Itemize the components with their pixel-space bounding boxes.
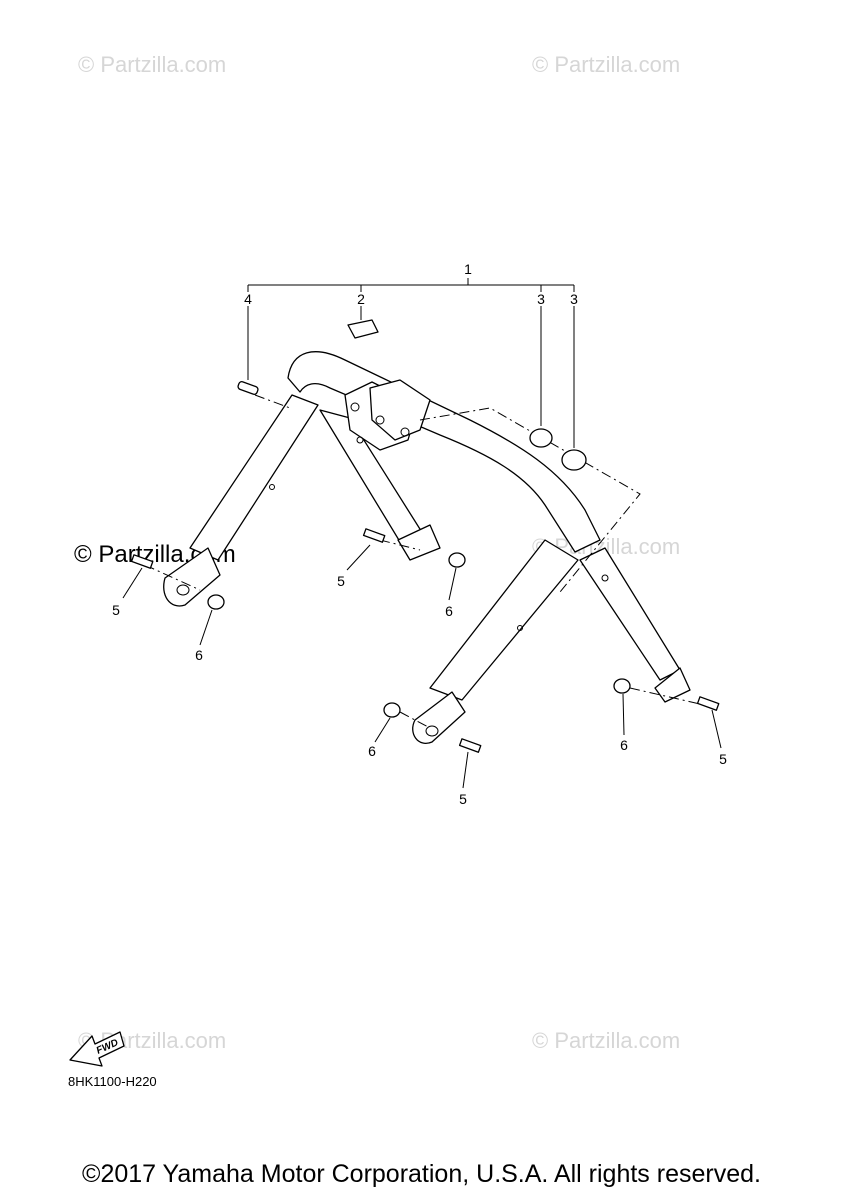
callout-6: 6 [195, 647, 203, 663]
nut-part-6 [207, 594, 225, 610]
callout-1: 1 [464, 261, 472, 277]
watermark: © Partzilla.com [532, 1028, 680, 1053]
copyright-notice: ©2017 Yamaha Motor Corporation, U.S.A. A… [82, 1160, 761, 1188]
nut-part-6 [448, 552, 466, 568]
callout-3: 3 [537, 291, 545, 307]
grommet-part-3 [561, 449, 587, 471]
bolt-part-5 [362, 528, 386, 543]
callout-6: 6 [620, 737, 628, 753]
callout-6: 6 [368, 743, 376, 759]
callout-bracket [247, 278, 575, 448]
pin-part-4 [237, 381, 259, 395]
nut-part-6 [613, 678, 631, 694]
grab-bar-assembly [163, 351, 691, 744]
watermark: © Partzilla.com [532, 52, 680, 77]
callout-5: 5 [112, 602, 120, 618]
callout-2: 2 [357, 291, 365, 307]
bolt-part-5 [130, 554, 154, 569]
center-lines [144, 394, 701, 729]
leader-lines [122, 544, 722, 789]
grommet-part-3 [529, 428, 553, 448]
clip-part-2 [347, 319, 379, 339]
callout-4: 4 [244, 291, 252, 307]
callout-3: 3 [570, 291, 578, 307]
callout-5: 5 [337, 573, 345, 589]
callout-6: 6 [445, 603, 453, 619]
callout-5: 5 [719, 751, 727, 767]
bolt-part-5 [458, 738, 482, 753]
diagram-reference: 8HK1100-H220 [68, 1074, 157, 1089]
bolt-part-5 [696, 696, 720, 711]
callout-5: 5 [459, 791, 467, 807]
watermark: © Partzilla.com [78, 52, 226, 77]
nut-part-6 [383, 702, 401, 718]
